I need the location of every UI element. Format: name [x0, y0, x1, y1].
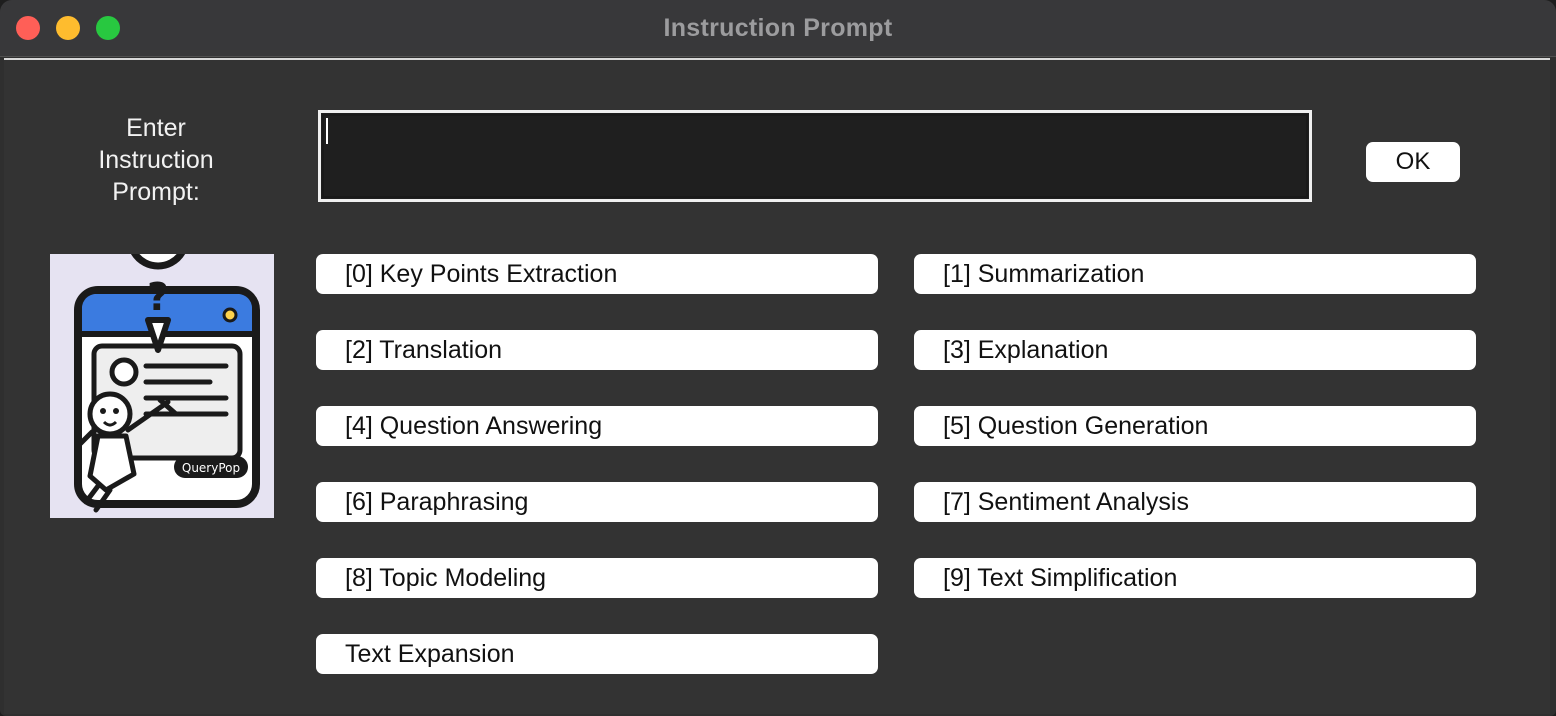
querypop-logo-icon: ? QueryPop: [74, 206, 260, 513]
task-button-3[interactable]: [3] Explanation: [914, 330, 1476, 370]
task-button-8[interactable]: [8] Topic Modeling: [316, 558, 878, 598]
window-title: Instruction Prompt: [663, 14, 893, 42]
title-bar[interactable]: Instruction Prompt: [0, 0, 1556, 57]
task-button-text-expansion[interactable]: Text Expansion: [316, 634, 878, 674]
task-button-7[interactable]: [7] Sentiment Analysis: [914, 482, 1476, 522]
task-button-6[interactable]: [6] Paraphrasing: [316, 482, 878, 522]
zoom-window-icon[interactable]: [96, 16, 120, 40]
main-panel: Enter Instruction Prompt: OK: [4, 58, 1550, 714]
querypop-logo: ? QueryPop: [50, 206, 274, 518]
task-button-4[interactable]: [4] Question Answering: [316, 406, 878, 446]
task-button-1[interactable]: [1] Summarization: [914, 254, 1476, 294]
task-button-2[interactable]: [2] Translation: [316, 330, 878, 370]
text-caret: [326, 118, 328, 144]
task-button-5[interactable]: [5] Question Generation: [914, 406, 1476, 446]
close-window-icon[interactable]: [16, 16, 40, 40]
task-button-9[interactable]: [9] Text Simplification: [914, 558, 1476, 598]
logo-badge-text: QueryPop: [182, 461, 240, 475]
minimize-window-icon[interactable]: [56, 16, 80, 40]
task-button-0[interactable]: [0] Key Points Extraction: [316, 254, 878, 294]
prompt-label: Enter Instruction Prompt:: [64, 112, 248, 208]
instruction-prompt-input[interactable]: [318, 110, 1312, 202]
prompt-label-text: Enter Instruction Prompt:: [98, 114, 214, 206]
ok-button[interactable]: OK: [1366, 142, 1460, 182]
svg-text:?: ?: [147, 275, 169, 319]
